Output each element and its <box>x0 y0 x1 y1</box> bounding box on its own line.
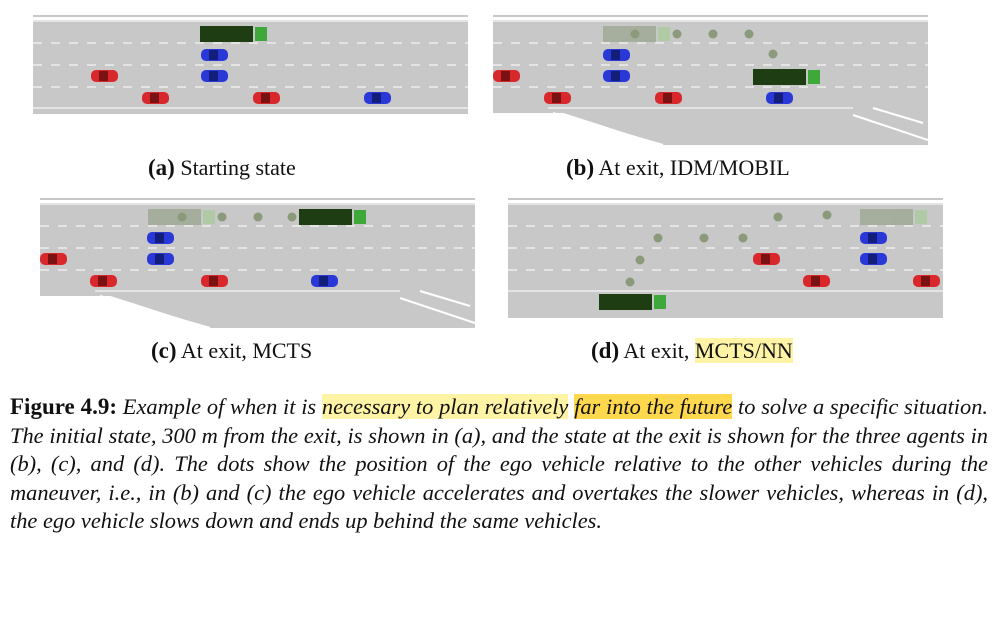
red-car <box>201 275 228 287</box>
subcaption-text: At exit, IDM/MOBIL <box>598 155 790 180</box>
truck <box>753 69 820 85</box>
blue-car <box>860 232 887 244</box>
red-car <box>91 70 118 82</box>
ego-trajectory <box>603 26 670 42</box>
subcaption-highlight: MCTS/NN <box>694 338 793 363</box>
truck <box>200 26 267 42</box>
red-car <box>90 275 117 287</box>
subcaption-text: Starting state <box>180 155 296 180</box>
road-scene-c <box>40 198 475 328</box>
red-car <box>142 92 169 104</box>
red-car <box>655 92 682 104</box>
blue-car <box>766 92 793 104</box>
ego-trajectory <box>148 209 215 225</box>
subcaption-letter: (c) <box>151 338 177 363</box>
figure-caption: Figure 4.9: Example of when it is necess… <box>10 393 988 536</box>
blue-car <box>147 232 174 244</box>
subcaption-a: (a) Starting state <box>148 155 296 181</box>
subcaption-text: At exit, MCTS <box>180 338 313 363</box>
blue-car <box>201 49 228 61</box>
caption-highlight-2: far into the future <box>574 394 733 419</box>
blue-car <box>311 275 338 287</box>
ego-trajectory <box>860 209 927 225</box>
blue-car <box>603 70 630 82</box>
truck <box>299 209 366 225</box>
blue-car <box>603 49 630 61</box>
exit-ramp <box>508 291 943 319</box>
blue-car <box>147 253 174 265</box>
red-car <box>253 92 280 104</box>
red-car <box>913 275 940 287</box>
caption-text-3: to solve a specific situation. The initi… <box>10 394 989 534</box>
subcaption-b: (b) At exit, IDM/MOBIL <box>566 155 790 181</box>
subcaption-letter: (a) <box>148 155 175 180</box>
blue-car <box>201 70 228 82</box>
blue-car <box>364 92 391 104</box>
exit-ramp <box>95 291 475 328</box>
subcaption-text: At exit, <box>623 338 695 363</box>
red-car <box>40 253 67 265</box>
panel-c <box>40 198 475 328</box>
caption-highlight-1: necessary to plan relatively <box>321 394 569 419</box>
blue-car <box>860 253 887 265</box>
red-car <box>544 92 571 104</box>
panel-b <box>493 15 928 145</box>
caption-text-1: Example of when it is <box>117 394 322 419</box>
road-scene-b <box>493 15 928 145</box>
red-car <box>803 275 830 287</box>
subcaption-letter: (b) <box>566 155 595 180</box>
figure-label: Figure 4.9: <box>10 394 118 419</box>
subcaption-c: (c) At exit, MCTS <box>151 338 312 364</box>
exit-ramp <box>548 108 928 145</box>
road-scene-a <box>33 15 468 114</box>
panel-d <box>508 198 943 328</box>
subcaption-letter: (d) <box>591 338 620 363</box>
subcaption-d: (d) At exit, MCTS/NN <box>591 338 793 364</box>
red-car <box>493 70 520 82</box>
truck <box>599 294 666 310</box>
road-scene-d <box>508 198 943 320</box>
panel-a <box>33 15 468 120</box>
red-car <box>753 253 780 265</box>
